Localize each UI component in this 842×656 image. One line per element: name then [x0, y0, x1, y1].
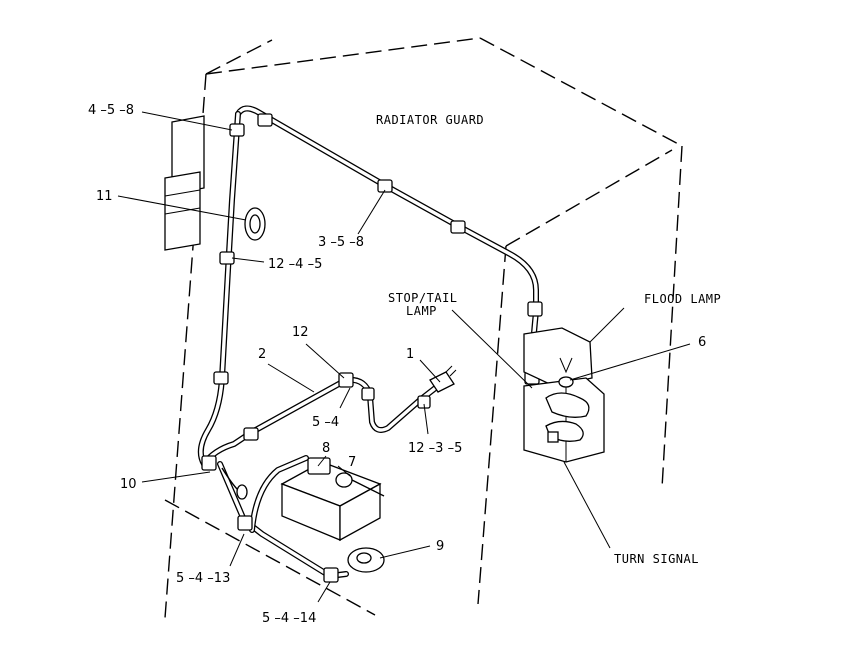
clip	[417, 395, 431, 409]
caption-stop-tail-lamp-line1: STOP/TAIL	[388, 291, 458, 305]
leader-lines	[117, 111, 691, 603]
callout-12: 12	[292, 325, 309, 340]
pigtail-10	[221, 467, 248, 500]
callout-5-4-13: 5 –4 –13	[176, 571, 230, 586]
wire-harness	[197, 105, 563, 579]
callout-10: 10	[120, 477, 137, 492]
callout-5-4: 5 –4	[312, 415, 339, 430]
caption-turn-signal: TURN SIGNAL	[614, 552, 699, 566]
caption-radiator-guard: RADIATOR GUARD	[376, 113, 484, 127]
callout-12-4-5: 12 –4 –5	[268, 257, 322, 272]
lamp-assembly-right	[523, 327, 605, 463]
clip	[323, 567, 339, 583]
callout-9: 9	[436, 539, 444, 554]
callout-3-5-8: 3 –5 –8	[318, 235, 364, 250]
callouts: 4 –5 –8 11 12 –4 –5 3 –5 –8 12 2 1 5 –4 …	[88, 103, 706, 626]
clip	[257, 113, 273, 127]
callout-11: 11	[96, 189, 113, 204]
clip	[361, 387, 375, 401]
callout-6: 6	[698, 335, 706, 350]
clip	[213, 371, 229, 385]
clip	[229, 123, 245, 137]
caption-stop-tail-lamp-line2: LAMP	[406, 304, 437, 318]
callout-2: 2	[258, 347, 266, 362]
radiator-guard-outline	[164, 37, 683, 619]
clip	[237, 515, 253, 531]
clip	[527, 301, 543, 317]
caption-flood-lamp: FLOOD LAMP	[644, 292, 721, 306]
callout-8: 8	[322, 441, 330, 456]
harness-clips	[201, 113, 543, 583]
callout-7: 7	[348, 455, 356, 470]
clip	[377, 179, 393, 193]
captions: RADIATOR GUARD STOP/TAIL LAMP FLOOD LAMP…	[376, 113, 721, 566]
callout-4-5-8: 4 –5 –8	[88, 103, 134, 118]
battery-box	[280, 457, 385, 542]
clip	[450, 220, 466, 234]
clip	[219, 251, 235, 265]
callout-5-4-14: 5 –4 –14	[262, 611, 316, 626]
left-bracket-part	[164, 115, 205, 251]
clip	[201, 455, 217, 471]
clip	[243, 427, 259, 441]
connector-11	[244, 207, 266, 241]
callout-1: 1	[406, 347, 414, 362]
lamp-9	[347, 547, 385, 573]
callout-12-3-5: 12 –3 –5	[408, 441, 462, 456]
